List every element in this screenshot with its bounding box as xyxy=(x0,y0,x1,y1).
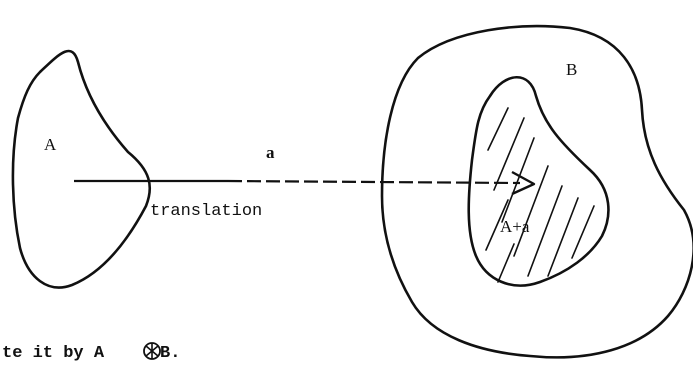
translated-set-hatching xyxy=(485,107,595,283)
circled-asterisk-icon xyxy=(143,342,161,360)
translated-set-label: A+a xyxy=(500,217,530,236)
set-a-outline xyxy=(11,49,152,289)
translation-caption: translation xyxy=(150,202,262,221)
translation-vector-arrow xyxy=(74,170,536,196)
bottom-text-start: te it by A xyxy=(2,344,105,363)
bottom-text-end: B. xyxy=(160,344,180,363)
translated-set-outline xyxy=(467,76,610,287)
set-a-label: A xyxy=(44,135,57,154)
set-b-outline xyxy=(380,24,693,359)
set-b-label: B xyxy=(566,60,577,79)
vector-label: a xyxy=(266,143,275,162)
